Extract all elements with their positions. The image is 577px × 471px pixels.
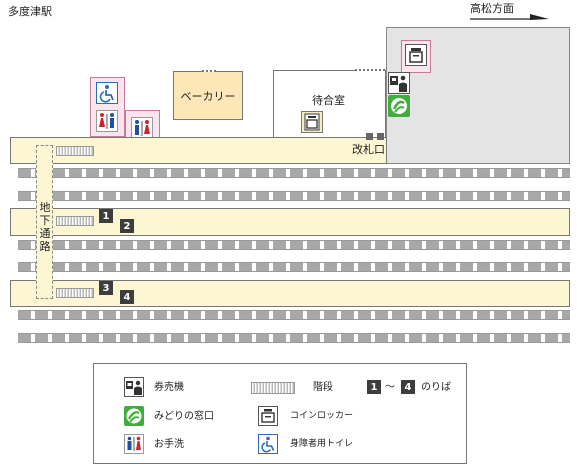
railway-track — [18, 168, 570, 178]
underground-passage-label: 地下通路 — [39, 201, 51, 253]
waiting-room-door — [355, 69, 385, 71]
direction-arrow-icon — [470, 14, 549, 20]
ticket-gate-post — [377, 133, 384, 140]
bakery-door — [202, 70, 216, 72]
railway-track — [18, 333, 570, 343]
platform-number-3: 3 — [99, 281, 113, 295]
station-building — [386, 27, 570, 164]
coin-locker-icon — [301, 111, 323, 133]
legend-platforms-label: のりば — [421, 382, 451, 393]
waiting-room-label: 待合室 — [312, 94, 345, 107]
railway-track — [18, 262, 570, 272]
stairs-icon — [251, 382, 295, 394]
railway-track — [18, 310, 570, 320]
restroom-icon — [124, 434, 144, 454]
platform-3-4 — [10, 280, 570, 307]
bakery-label: ベーカリー — [180, 89, 236, 103]
platform-1-2 — [10, 208, 570, 236]
ticket-machine-icon — [124, 377, 144, 397]
wheelchair-icon — [258, 434, 278, 454]
platform-number-1: 1 — [99, 209, 113, 223]
legend-midori-label: みどりの窓口 — [154, 411, 214, 422]
legend-restroom-label: お手洗 — [154, 439, 184, 450]
legend-platform-number-4: 4 — [401, 380, 415, 394]
ticket-machine-icon — [388, 72, 410, 94]
platform-number-2: 2 — [120, 219, 134, 233]
platform-number-4: 4 — [120, 290, 134, 304]
railway-track — [18, 191, 570, 201]
stairs-icon — [56, 288, 94, 298]
ticket-gate-label: 改札口 — [352, 143, 385, 156]
bakery: ベーカリー — [173, 71, 243, 120]
legend-ticket-machine-label: 券売機 — [154, 382, 184, 393]
ticket-gate-post — [366, 133, 373, 140]
coin-locker-icon — [258, 406, 278, 426]
legend: 券売機 階段 1 ～ 4 のりば みどりの窓口 コインロッカー お手洗 身障者用… — [93, 363, 467, 464]
stairs-icon — [56, 146, 94, 156]
restroom-icon — [96, 110, 118, 132]
restroom-icon — [131, 117, 153, 139]
railway-track — [18, 240, 570, 250]
station-name: 多度津駅 — [8, 5, 52, 18]
midori-window-icon — [388, 95, 410, 117]
legend-tilde: ～ — [385, 382, 395, 393]
midori-window-icon — [124, 406, 144, 426]
stairs-icon — [56, 216, 94, 226]
wheelchair-icon — [96, 82, 118, 104]
waiting-room — [273, 70, 386, 138]
legend-coin-locker-label: コインロッカー — [290, 411, 354, 421]
legend-platform-number-1: 1 — [367, 380, 381, 394]
direction-label: 高松方面 — [470, 2, 514, 15]
legend-stairs-label: 階段 — [313, 382, 333, 393]
legend-accessible-toilet-label: 身障者用トイレ — [290, 439, 354, 449]
coin-locker-icon — [405, 44, 427, 66]
underground-passage — [36, 145, 53, 299]
